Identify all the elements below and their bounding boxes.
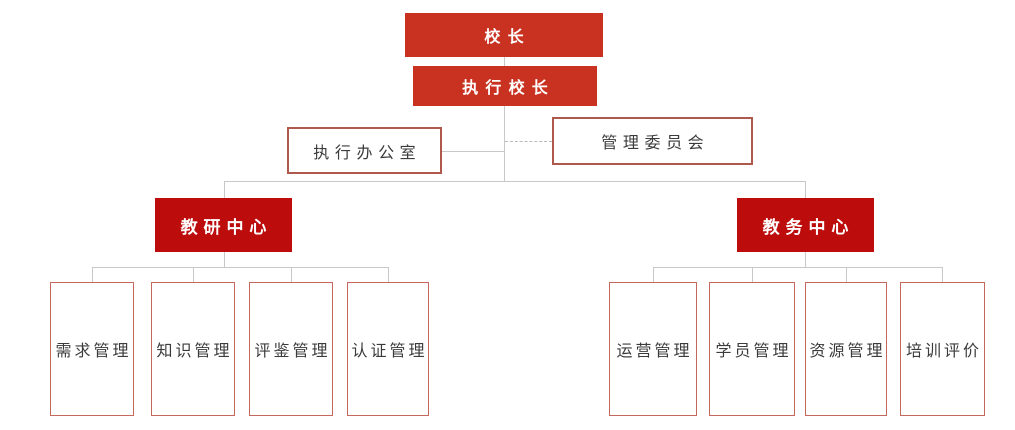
node-executive-office-label: 执行办公室: [313, 144, 422, 162]
node-management-committee: 管理委员会: [552, 117, 753, 165]
connector-stub-child: [388, 267, 389, 282]
node-academic-affairs-center-label: 教务中心: [762, 217, 855, 237]
node-child-label: 认证管理: [351, 343, 428, 360]
node-child-training-evaluation: 培训评价: [900, 282, 985, 416]
node-child-student-management: 学员管理: [709, 282, 795, 416]
node-teaching-research-center-label: 教研中心: [180, 217, 273, 237]
node-child-demand-management: 需求管理: [50, 282, 134, 416]
node-child-knowledge-management: 知识管理: [151, 282, 235, 416]
node-principal-label: 校长: [484, 29, 531, 46]
node-child-label: 培训评价: [905, 343, 982, 360]
node-principal: 校长: [405, 13, 603, 57]
node-management-committee-label: 管理委员会: [601, 135, 710, 152]
connector-teaching-research-branch: [92, 267, 388, 268]
connector-management-committee-dashed-link: [505, 141, 552, 142]
connector-drop-teaching-research: [224, 181, 225, 198]
connector-executive-office-link: [442, 151, 504, 152]
node-executive-office: 执行办公室: [287, 127, 442, 174]
connector-stub-child: [942, 267, 943, 282]
connector-stub-child: [291, 267, 292, 282]
node-child-operations-management: 运营管理: [609, 282, 697, 416]
connector-stub-child: [846, 267, 847, 282]
connector-stub-child: [193, 267, 194, 282]
connector-stub-child: [92, 267, 93, 282]
connector-teaching-research-stem: [224, 252, 225, 267]
connector-stub-child: [752, 267, 753, 282]
node-child-label: 运营管理: [616, 343, 693, 360]
node-child-label: 学员管理: [715, 343, 792, 360]
connector-academic-affairs-branch: [653, 267, 943, 268]
node-child-label: 需求管理: [55, 343, 132, 360]
connector-centers-branch: [224, 181, 806, 182]
connector-principal-to-executive: [504, 57, 505, 66]
connector-stub-child: [653, 267, 654, 282]
node-child-label: 知识管理: [156, 343, 233, 360]
node-child-resource-management: 资源管理: [805, 282, 887, 416]
connector-academic-affairs-stem: [805, 252, 806, 267]
node-academic-affairs-center: 教务中心: [737, 198, 874, 252]
node-teaching-research-center: 教研中心: [155, 198, 292, 252]
node-child-evaluation-management: 评鉴管理: [249, 282, 333, 416]
connector-drop-academic-affairs: [805, 181, 806, 198]
node-child-certification-management: 认证管理: [347, 282, 429, 416]
connector-executive-trunk: [504, 106, 505, 181]
node-executive-principal: 执行校长: [413, 66, 597, 106]
node-child-label: 资源管理: [809, 343, 886, 360]
node-child-label: 评鉴管理: [254, 343, 331, 360]
node-executive-principal-label: 执行校长: [462, 80, 555, 97]
